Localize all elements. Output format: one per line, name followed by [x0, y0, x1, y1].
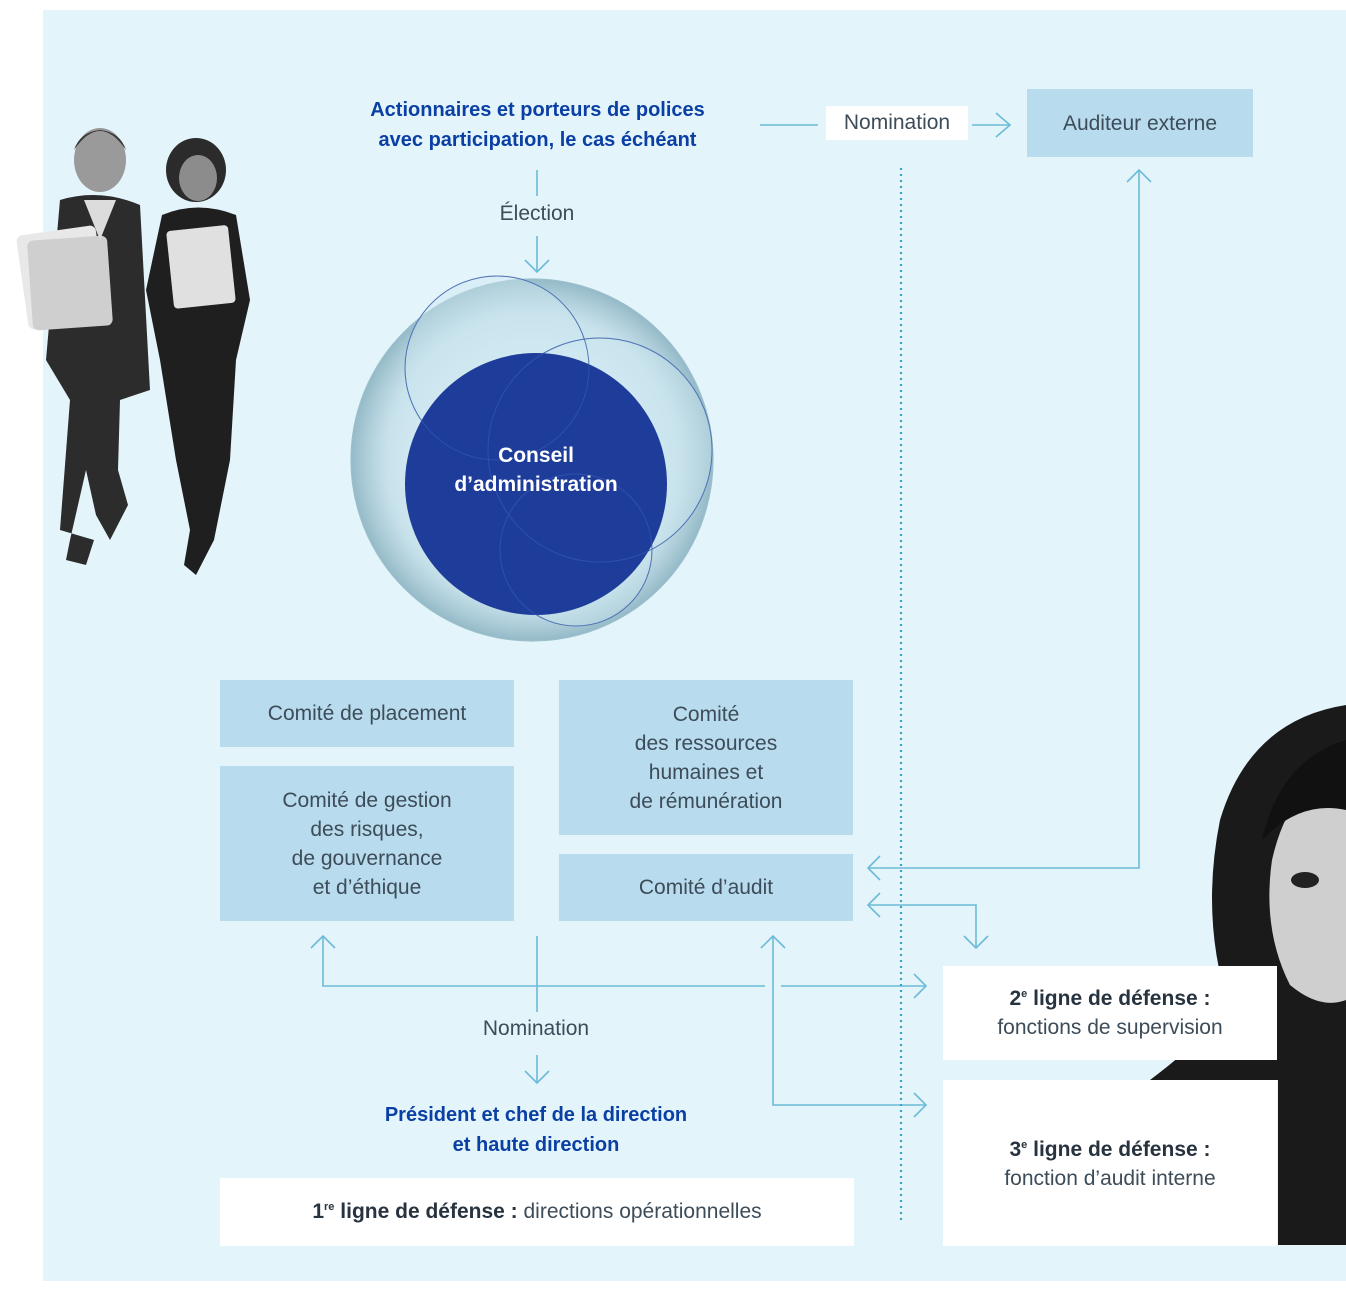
- external-auditor-box: Auditeur externe: [1027, 89, 1253, 157]
- election-label: Élection: [499, 202, 575, 225]
- nomination-top-label: Nomination: [826, 106, 968, 140]
- board-label: Conseil d’administration: [454, 444, 618, 496]
- second-line-box: 2e ligne de défense : fonctions de super…: [943, 966, 1277, 1060]
- first-line-box: 1re ligne de défense : directions opérat…: [220, 1178, 854, 1246]
- nomination-bottom-label: Nomination: [482, 1017, 590, 1040]
- risk-committee-box: Comité de gestion des risques, de gouver…: [220, 766, 514, 921]
- hr-committee-box: Comité des ressources humaines et de rém…: [559, 680, 853, 835]
- third-line-box: 3e ligne de défense : fonction d’audit i…: [943, 1080, 1277, 1246]
- diagram-background: [43, 10, 1346, 1281]
- placement-committee-box: Comité de placement: [220, 680, 514, 747]
- audit-committee-box: Comité d’audit: [559, 854, 853, 921]
- ceo-heading: Président et chef de la direction et hau…: [384, 1104, 688, 1156]
- shareholders-heading: Actionnaires et porteurs de polices avec…: [370, 99, 705, 151]
